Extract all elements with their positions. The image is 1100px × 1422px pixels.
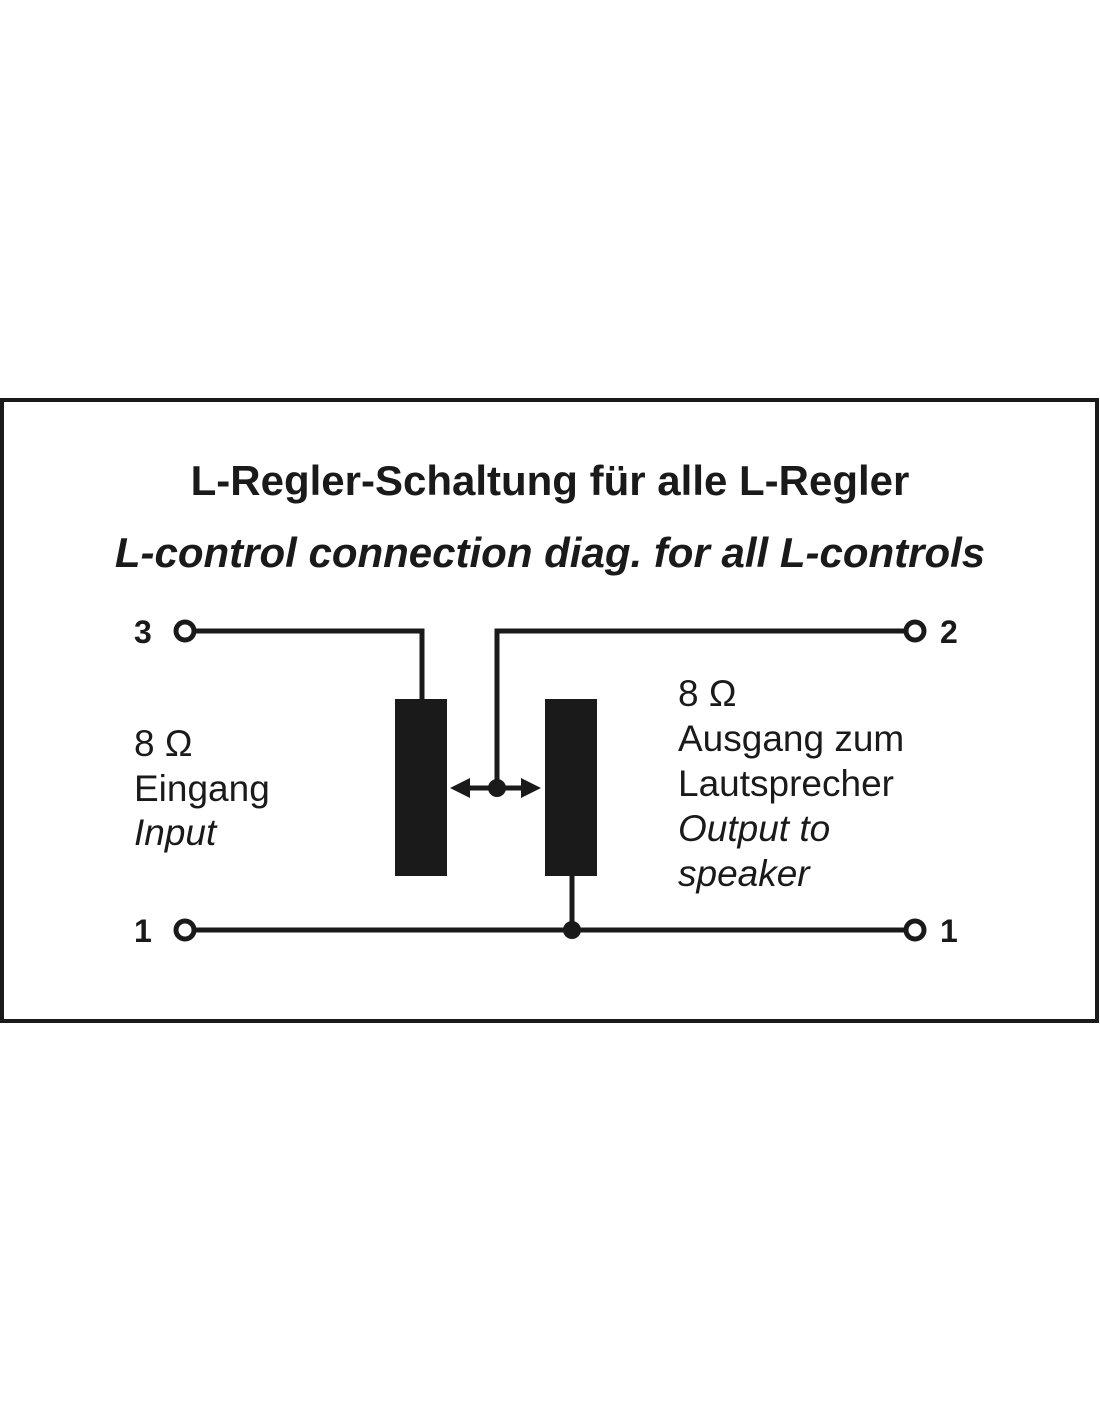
terminal-3-icon bbox=[173, 619, 197, 643]
wiper-double-arrow-icon bbox=[450, 778, 541, 798]
terminal-1-out-icon bbox=[903, 918, 927, 942]
output-label-de-1: Ausgang zum bbox=[678, 718, 904, 759]
terminal-1-in-icon bbox=[173, 918, 197, 942]
wire-terminal-3 bbox=[192, 628, 425, 700]
diagram-title: L-Regler-Schaltung für alle L-Regler bbox=[191, 457, 910, 504]
terminal-3-label: 3 bbox=[134, 614, 152, 650]
resistor-shunt bbox=[545, 699, 597, 876]
wire-terminal-2-wiper bbox=[494, 628, 907, 788]
junction-dot bbox=[563, 921, 581, 939]
output-label-en-1: Output to bbox=[678, 808, 830, 849]
terminal-1-in-label: 1 bbox=[134, 913, 152, 949]
output-impedance: 8 Ω bbox=[678, 673, 737, 714]
output-label-de-2: Lautsprecher bbox=[678, 763, 894, 804]
input-impedance: 8 Ω bbox=[134, 723, 193, 764]
output-label-en-2: speaker bbox=[678, 853, 811, 894]
terminal-1-out-label: 1 bbox=[940, 913, 958, 949]
input-label-de: Eingang bbox=[134, 768, 270, 809]
diagram-frame bbox=[0, 398, 1099, 1023]
diagram-subtitle: L-control connection diag. for all L-con… bbox=[115, 529, 985, 576]
resistor-series bbox=[395, 699, 447, 876]
input-label-en: Input bbox=[134, 812, 218, 853]
terminal-2-label: 2 bbox=[940, 614, 958, 650]
terminal-2-icon bbox=[903, 619, 927, 643]
